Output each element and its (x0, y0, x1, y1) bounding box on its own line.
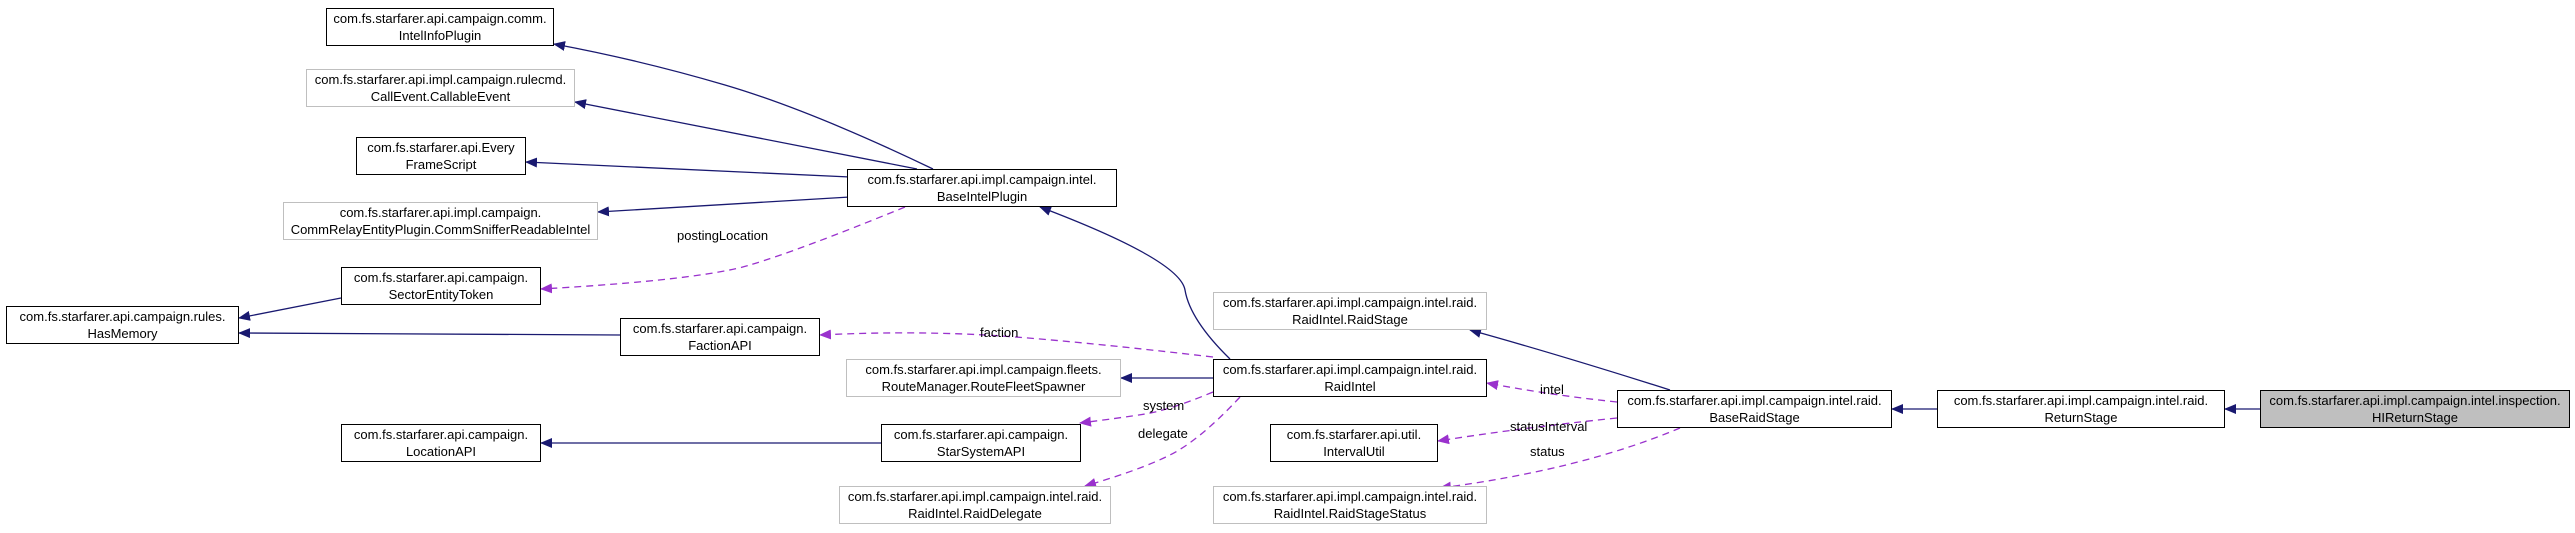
class-node-return-stage[interactable]: com.fs.starfarer.api.impl.campaign.intel… (1937, 390, 2225, 428)
class-node-label-line: com.fs.starfarer.api.impl.campaign.intel… (1222, 489, 1478, 504)
class-node-call-event: com.fs.starfarer.api.impl.campaign.rulec… (306, 69, 575, 107)
edge-base-intel-plugin-to-intel-info-plugin (553, 41, 934, 170)
class-node-label-line: com.fs.starfarer.api.campaign.comm. (333, 11, 547, 26)
class-node-label-line: RouteManager.RouteFleetSpawner (881, 379, 1086, 394)
class-node-label-line: RaidIntel (1324, 379, 1376, 394)
class-node-label-line: com.fs.starfarer.api.campaign.rules. (19, 309, 226, 324)
class-node-label-line: com.fs.starfarer.api.impl.campaign.intel… (1222, 295, 1478, 310)
class-node-label-line: HIReturnStage (2372, 410, 2458, 425)
class-node-label-line: IntelInfoPlugin (398, 28, 482, 43)
class-node-label-line: com.fs.starfarer.api.impl.campaign.intel… (1222, 362, 1478, 377)
class-node-hi-return-stage[interactable]: com.fs.starfarer.api.impl.campaign.intel… (2260, 390, 2570, 428)
class-node-sector-entity-token[interactable]: com.fs.starfarer.api.campaign. SectorEnti… (341, 267, 541, 305)
class-node-label-line: RaidIntel.RaidStageStatus (1273, 506, 1427, 521)
class-node-label-line: com.fs.starfarer.api.Every (367, 140, 515, 155)
edge-faction-api-to-has-memory (238, 328, 621, 339)
class-node-label-line: com.fs.starfarer.api.campaign. (632, 321, 808, 336)
edge-base-intel-plugin-to-every-frame-script (525, 157, 851, 178)
class-node-comm-sniffer: com.fs.starfarer.api.impl.campaign. CommR… (283, 202, 598, 240)
class-node-label-line: com.fs.starfarer.api.impl.campaign.intel… (1953, 393, 2209, 408)
class-node-interval-util[interactable]: com.fs.starfarer.api.util. IntervalUtil (1270, 424, 1438, 462)
class-node-intel-info-plugin[interactable]: com.fs.starfarer.api.campaign.comm. Intel… (326, 8, 554, 46)
class-node-label-line: com.fs.starfarer.api.campaign. (353, 270, 529, 285)
class-node-label-line: FactionAPI (688, 338, 752, 353)
edge-raid-intel-to-base-intel-plugin (1039, 206, 1231, 360)
edge-base-raid-stage-to-raid-stage-status (1439, 427, 1681, 492)
class-node-label-line: com.fs.starfarer.api.impl.campaign.intel… (847, 489, 1103, 504)
edge-label-postinglocation: postingLocation (677, 228, 769, 243)
class-node-label-line: com.fs.starfarer.api.campaign. (353, 427, 529, 442)
edge-label-statusinterval: statusInterval (1510, 419, 1588, 434)
edge-raid-intel-to-faction-api (819, 329, 1214, 358)
edge-base-raid-stage-to-interval-util (1437, 417, 1618, 445)
class-node-label-line: ReturnStage (2044, 410, 2118, 425)
class-node-location-api[interactable]: com.fs.starfarer.api.campaign. LocationAP… (341, 424, 541, 462)
class-node-label-line: BaseRaidStage (1709, 410, 1800, 425)
class-node-label-line: com.fs.starfarer.api.impl.campaign.fleet… (865, 362, 1102, 377)
class-node-label-line: CallEvent.CallableEvent (370, 89, 511, 104)
edge-label-delegate: delegate (1138, 426, 1188, 441)
edge-base-intel-plugin-to-sector-entity-token (540, 206, 906, 294)
edge-sector-entity-token-to-has-memory (238, 297, 342, 321)
class-node-label-line: com.fs.starfarer.api.util. (1286, 427, 1422, 442)
edge-base-intel-plugin-to-comm-sniffer (597, 196, 851, 217)
edge-raid-intel-to-raid-delegate (1084, 396, 1241, 488)
class-node-label-line: com.fs.starfarer.api.impl.campaign.intel… (867, 172, 1097, 187)
edge-label-faction: faction (980, 325, 1019, 340)
class-node-raid-intel[interactable]: com.fs.starfarer.api.impl.campaign.intel… (1213, 359, 1487, 397)
class-node-base-intel-plugin[interactable]: com.fs.starfarer.api.impl.campaign.intel… (847, 169, 1117, 207)
class-node-label-line: LocationAPI (405, 444, 477, 459)
class-node-label-line: com.fs.starfarer.api.impl.campaign. (339, 205, 542, 220)
edge-label-system: system (1143, 398, 1185, 413)
class-node-label-line: HasMemory (87, 326, 158, 341)
class-node-raid-stage: com.fs.starfarer.api.impl.campaign.intel… (1213, 292, 1487, 330)
class-node-label-line: com.fs.starfarer.api.campaign. (893, 427, 1069, 442)
class-node-route-fleet-spawner: com.fs.starfarer.api.impl.campaign.fleet… (846, 359, 1121, 397)
class-node-label-line: RaidIntel.RaidDelegate (908, 506, 1042, 521)
class-node-label-line: BaseIntelPlugin (936, 189, 1028, 204)
edge-label-status: status (1530, 444, 1565, 459)
class-node-label-line: com.fs.starfarer.api.impl.campaign.rulec… (314, 72, 567, 87)
class-node-label-line: IntervalUtil (1323, 444, 1385, 459)
edge-base-raid-stage-to-raid-stage (1469, 328, 1671, 391)
edge-raid-intel-to-star-system-api (1079, 391, 1214, 427)
class-node-faction-api[interactable]: com.fs.starfarer.api.campaign. FactionAPI (620, 318, 820, 356)
class-node-has-memory[interactable]: com.fs.starfarer.api.campaign.rules. HasM… (6, 306, 239, 344)
class-node-label-line: StarSystemAPI (936, 444, 1026, 459)
class-node-label-line: com.fs.starfarer.api.impl.campaign.intel… (2269, 393, 2561, 408)
class-node-label-line: SectorEntityToken (388, 287, 494, 302)
edge-base-intel-plugin-to-call-event (574, 99, 918, 170)
class-node-label-line: com.fs.starfarer.api.impl.campaign.intel… (1627, 393, 1882, 408)
class-node-label-line: FrameScript (405, 157, 477, 172)
class-node-label-line: RaidIntel.RaidStage (1292, 312, 1408, 327)
class-node-base-raid-stage[interactable]: com.fs.starfarer.api.impl.campaign.intel… (1617, 390, 1892, 428)
class-node-star-system-api[interactable]: com.fs.starfarer.api.campaign. StarSystem… (881, 424, 1081, 462)
class-node-label-line: CommRelayEntityPlugin.CommSnifferReadabl… (290, 222, 591, 237)
edge-label-intel: intel (1540, 382, 1564, 397)
class-node-raid-stage-status: com.fs.starfarer.api.impl.campaign.intel… (1213, 486, 1487, 524)
class-node-raid-delegate: com.fs.starfarer.api.impl.campaign.intel… (839, 486, 1111, 524)
edge-base-raid-stage-to-raid-intel (1486, 380, 1618, 403)
